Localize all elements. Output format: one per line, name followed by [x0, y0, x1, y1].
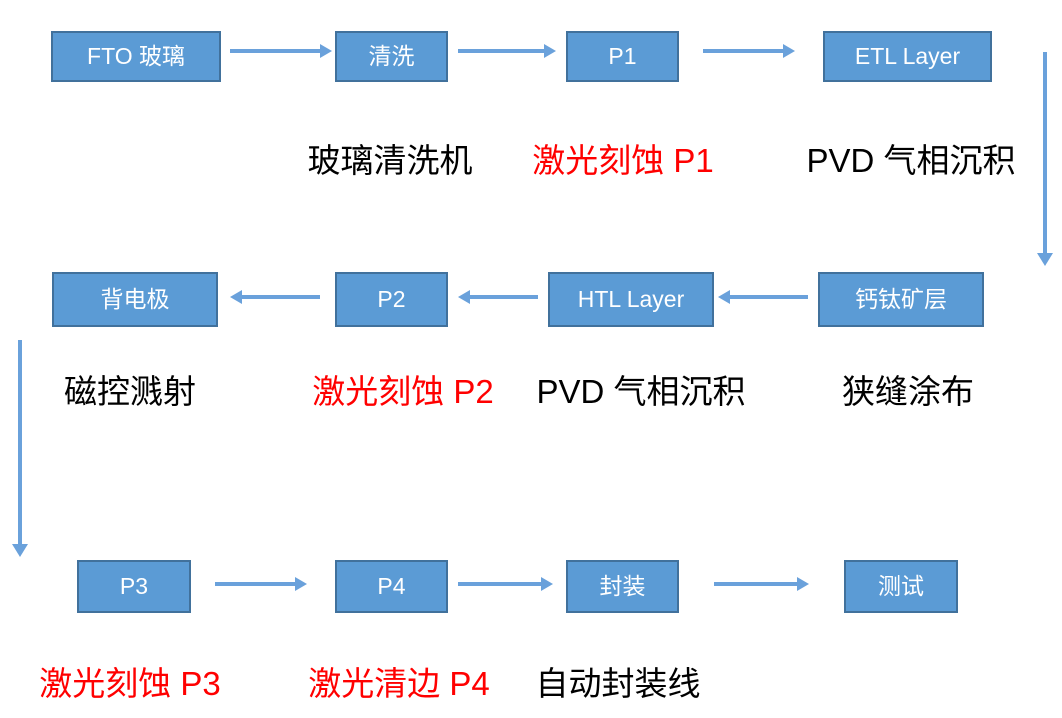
- caption-pvd-deposition-2: PVD 气相沉积: [536, 373, 746, 410]
- arrow-p3-to-p4: [215, 582, 295, 586]
- arrow-etl-to-perovskite-down: [1043, 52, 1047, 253]
- node-p1: P1: [566, 31, 679, 82]
- arrow-fto-to-cleaning: [230, 49, 320, 53]
- caption-glass-washer: 玻璃清洗机: [307, 142, 473, 179]
- caption-magnetron-sputtering: 磁控溅射: [64, 373, 196, 410]
- caption-auto-encapsulation-line: 自动封装线: [535, 665, 701, 702]
- arrow-p4-to-encapsulation: [458, 582, 541, 586]
- caption-laser-edge-cleaning-p4: 激光清边 P4: [308, 665, 490, 702]
- node-p3: P3: [77, 560, 191, 613]
- arrow-perovskite-to-htl: [730, 295, 808, 299]
- arrow-p1-to-etl: [703, 49, 783, 53]
- node-test: 测试: [844, 560, 958, 613]
- arrow-p2-to-back-electrode: [242, 295, 320, 299]
- caption-slot-die-coating: 狭缝涂布: [842, 373, 974, 410]
- caption-laser-etching-p3: 激光刻蚀 P3: [39, 665, 221, 702]
- arrow-htl-to-p2: [470, 295, 538, 299]
- node-back-electrode: 背电极: [52, 272, 218, 327]
- node-encapsulation: 封装: [566, 560, 679, 613]
- arrow-encapsulation-to-test: [714, 582, 797, 586]
- node-etl-layer: ETL Layer: [823, 31, 992, 82]
- node-p2: P2: [335, 272, 448, 327]
- node-p4: P4: [335, 560, 448, 613]
- caption-laser-etching-p1: 激光刻蚀 P1: [532, 142, 714, 179]
- node-htl-layer: HTL Layer: [548, 272, 714, 327]
- arrow-cleaning-to-p1: [458, 49, 544, 53]
- node-perovskite-layer: 钙钛矿层: [818, 272, 984, 327]
- caption-laser-etching-p2: 激光刻蚀 P2: [312, 373, 494, 410]
- arrow-back-electrode-to-p3-down: [18, 340, 22, 544]
- node-cleaning: 清洗: [335, 31, 448, 82]
- node-fto-glass: FTO 玻璃: [51, 31, 221, 82]
- caption-pvd-deposition-1: PVD 气相沉积: [806, 142, 1016, 179]
